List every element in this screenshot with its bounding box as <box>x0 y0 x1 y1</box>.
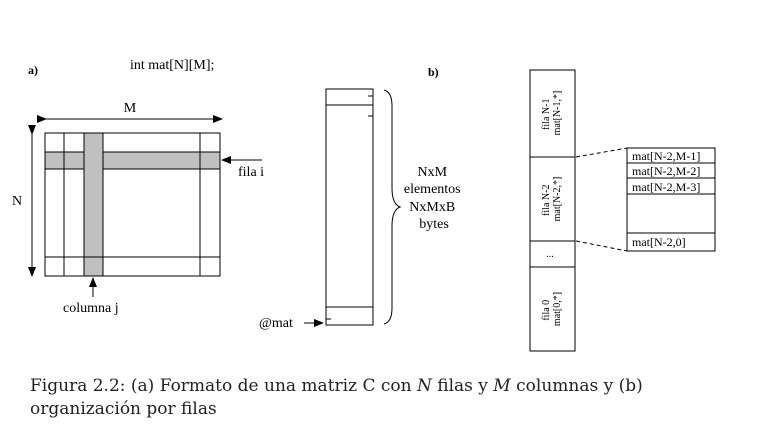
panel-a: a) int mat[N][M]; M N fila i columna j <box>12 58 264 316</box>
expansion-line <box>575 240 628 252</box>
row-label: fila i <box>238 165 264 180</box>
height-label: N <box>12 194 22 209</box>
row-detail-box <box>626 147 716 252</box>
size-label-group: NxM elementos NxMxB bytes <box>404 165 464 232</box>
caption-m: M <box>493 376 511 396</box>
panel-a-label: a) <box>28 63 38 77</box>
memory-outline <box>325 88 374 326</box>
panel-b: b) fila N-1 mat[N-1,*] fila N-2 mat[N-2,… <box>428 65 716 352</box>
caption-text: columnas y (b) organización por filas <box>30 376 643 419</box>
size-label-line: elementos <box>404 182 461 197</box>
matrix-outline <box>44 132 221 277</box>
panel-b-label: b) <box>428 65 439 79</box>
size-brace <box>383 89 402 325</box>
row-ellipsis: ... <box>546 249 554 260</box>
size-label-line: NxM <box>417 165 447 180</box>
expansion-line <box>575 147 628 158</box>
detail-cell: mat[N-2,M-3] <box>632 180 700 194</box>
caption-text: filas y <box>431 376 494 396</box>
caption-text: Figura 2.2: (a) Formato de una matriz C … <box>30 376 417 396</box>
row-label-0: fila 0 mat[0,*] <box>541 292 563 326</box>
caption-n: N <box>416 376 432 396</box>
width-label: M <box>124 101 137 116</box>
column-label: columna j <box>63 301 119 316</box>
detail-cell: mat[N-2,M-2] <box>632 164 700 178</box>
figure-caption: Figura 2.2: (a) Formato de una matriz C … <box>30 375 750 421</box>
row-label-n-minus-2: fila N-2 mat[N-2,*] <box>541 177 563 222</box>
size-label-line: bytes <box>419 217 449 232</box>
address-label: @mat <box>259 316 293 331</box>
highlighted-row <box>44 151 221 170</box>
matrix-declaration: int mat[N][M]; <box>130 58 214 73</box>
rows-column <box>529 69 576 352</box>
memory-block: NxM elementos NxMxB bytes @mat <box>259 88 464 331</box>
highlighted-column <box>83 132 104 277</box>
detail-cell: mat[N-2,0] <box>632 235 686 249</box>
detail-cell: mat[N-2,M-1] <box>632 149 700 163</box>
size-label-line: NxMxB <box>409 200 455 215</box>
row-label-n-minus-1: fila N-1 mat[N-1,*] <box>541 91 563 136</box>
